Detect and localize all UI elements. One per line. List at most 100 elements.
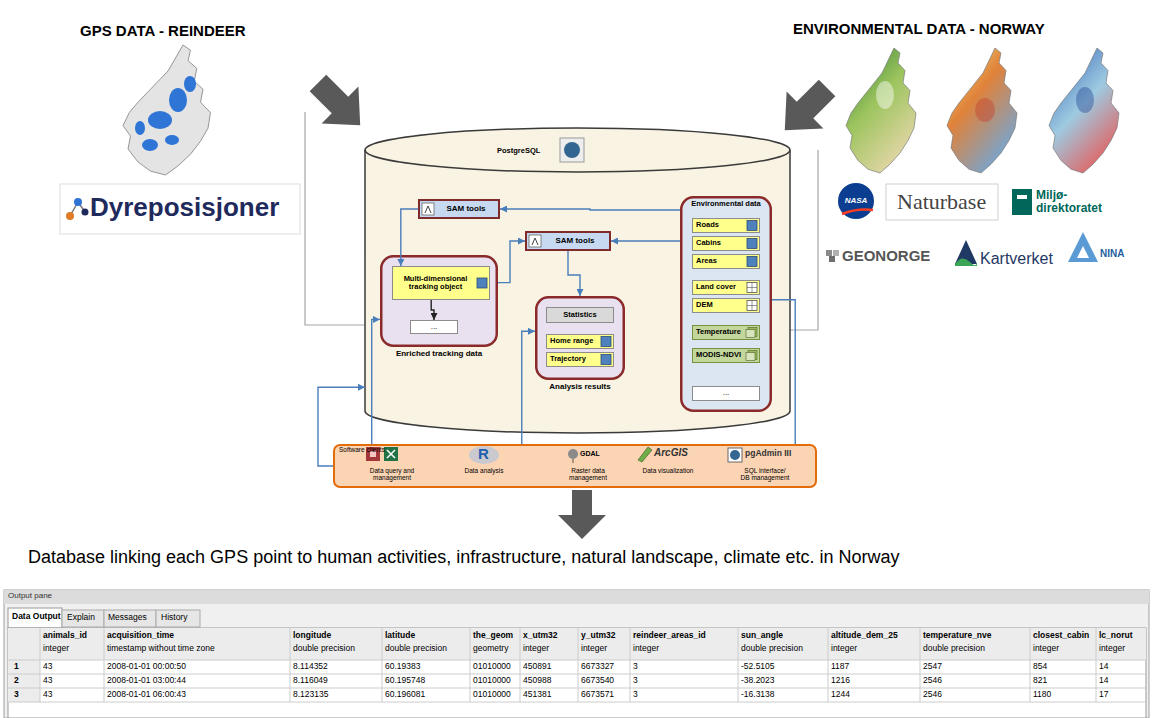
box-label: MODIS-NDVI xyxy=(696,351,741,359)
layer-box-outline xyxy=(547,335,614,349)
layer-box-outline xyxy=(747,301,757,311)
column-header: sun_angle xyxy=(741,631,783,641)
table-cell: 3 xyxy=(633,690,638,700)
software-band-outline xyxy=(334,445,816,487)
reindeer-map xyxy=(148,111,172,129)
column-header: longitude xyxy=(293,631,331,641)
database-cylinder-outline xyxy=(365,128,790,433)
table-cell: 3 xyxy=(14,690,19,700)
box-label: Areas xyxy=(696,257,717,265)
tool-box: SAM tools xyxy=(418,199,500,219)
output-pane xyxy=(520,628,521,702)
table-cell: 43 xyxy=(43,662,52,672)
logo-icons xyxy=(838,183,874,219)
column-header: integer xyxy=(581,644,607,654)
box-label: Multi-dimensional tracking object xyxy=(396,275,475,292)
software-band-outline xyxy=(638,447,652,462)
layer-box-outline xyxy=(747,283,757,293)
layer-box-outline xyxy=(601,355,611,365)
software-band-outline xyxy=(387,450,395,458)
logo-icons xyxy=(826,250,832,256)
box-label: Land cover xyxy=(696,283,736,291)
logo-text: GEONORGE xyxy=(842,247,930,264)
column-header: closest_cabin xyxy=(1033,631,1089,641)
logo-icons xyxy=(1012,189,1032,215)
layer-box-outline xyxy=(747,301,757,311)
logo-text: GPS DATA - REINDEER xyxy=(80,22,246,39)
table-cell: 2547 xyxy=(923,662,942,672)
environment-maps xyxy=(947,48,1017,173)
output-arrow xyxy=(558,490,606,539)
group-heading: Analysis results xyxy=(515,383,645,392)
table-cell: 01010000 xyxy=(473,662,511,672)
output-pane xyxy=(156,610,200,627)
logo-text: ENVIRONMENTAL DATA - NORWAY xyxy=(793,20,1045,37)
logo-icons xyxy=(74,198,82,206)
object-box-outline xyxy=(393,267,490,300)
pane-tab: Data Output xyxy=(12,612,61,622)
frame-line xyxy=(790,150,818,330)
box-label: ... xyxy=(431,323,438,332)
input-arrow xyxy=(300,65,379,144)
column-header: temperature_nve xyxy=(923,631,992,641)
layer-box-outline xyxy=(747,257,757,267)
table-cell: 451381 xyxy=(523,690,551,700)
column-header: double precision xyxy=(923,644,985,654)
logo-icons xyxy=(1068,232,1098,262)
box-label: SAM tools xyxy=(555,237,594,246)
table-cell: 6673540 xyxy=(581,676,614,686)
table-cell: 2008-01-01 00:00:50 xyxy=(107,662,186,672)
data-group-outline xyxy=(536,297,624,379)
pane-tab: Messages xyxy=(108,613,147,623)
group-heading: Enriched tracking data xyxy=(360,350,518,359)
data-group: Analysis resultsStatisticsHome rangeTraj… xyxy=(535,296,625,380)
logo-text: Dyreposisjoner xyxy=(90,193,279,223)
output-pane xyxy=(8,702,1146,703)
tool-box: SAM tools xyxy=(525,231,611,251)
layer-box: Roads xyxy=(692,218,760,233)
column-header: altitude_dem_25 xyxy=(831,631,898,641)
table-cell: 60.196081 xyxy=(385,690,425,700)
layer-box: DEM xyxy=(692,298,760,313)
software-band-outline xyxy=(469,446,499,464)
logo-text: Kartverket xyxy=(980,250,1053,268)
layer-box-outline xyxy=(746,330,755,338)
table-cell: 17 xyxy=(1099,690,1108,700)
data-group: Environmental dataRoadsCabinsAreasLand c… xyxy=(680,196,772,412)
layer-box-outline xyxy=(747,283,757,293)
object-box-outline xyxy=(477,278,487,288)
logo-icons xyxy=(82,209,89,216)
output-pane xyxy=(62,610,104,627)
database-cylinder-outline xyxy=(560,138,584,162)
logo-icons xyxy=(1017,195,1027,199)
output-arrow xyxy=(558,490,606,539)
reindeer-map xyxy=(142,139,158,151)
column-header: geometry xyxy=(473,644,508,654)
output-pane xyxy=(8,608,62,628)
logo-icons xyxy=(66,212,74,220)
tool-box-outline xyxy=(425,206,431,213)
column-header: double precision xyxy=(385,644,447,654)
output-pane xyxy=(738,628,739,702)
table-cell: 3 xyxy=(633,676,638,686)
layer-box: Trajectory xyxy=(546,352,614,367)
layer-box-outline xyxy=(693,349,760,363)
group-heading: GDAL xyxy=(580,450,600,458)
output-pane xyxy=(40,628,41,702)
table-cell: 8.123135 xyxy=(293,690,328,700)
layer-box-outline xyxy=(693,255,760,269)
output-pane xyxy=(8,628,1146,660)
reindeer-map xyxy=(165,135,179,145)
output-pane xyxy=(920,628,921,702)
environment-maps xyxy=(975,98,995,122)
output-pane xyxy=(8,660,1146,661)
column-header: latitude xyxy=(385,631,415,641)
group-heading: PostgreSQL xyxy=(497,147,540,155)
output-pane xyxy=(470,628,471,702)
table-cell: 2546 xyxy=(923,690,942,700)
column-header: the_geom xyxy=(473,631,513,641)
environment-maps xyxy=(846,48,1119,173)
layer-box-outline xyxy=(693,219,760,233)
layer-box-outline xyxy=(693,237,760,251)
table-cell: 1 xyxy=(14,662,19,672)
